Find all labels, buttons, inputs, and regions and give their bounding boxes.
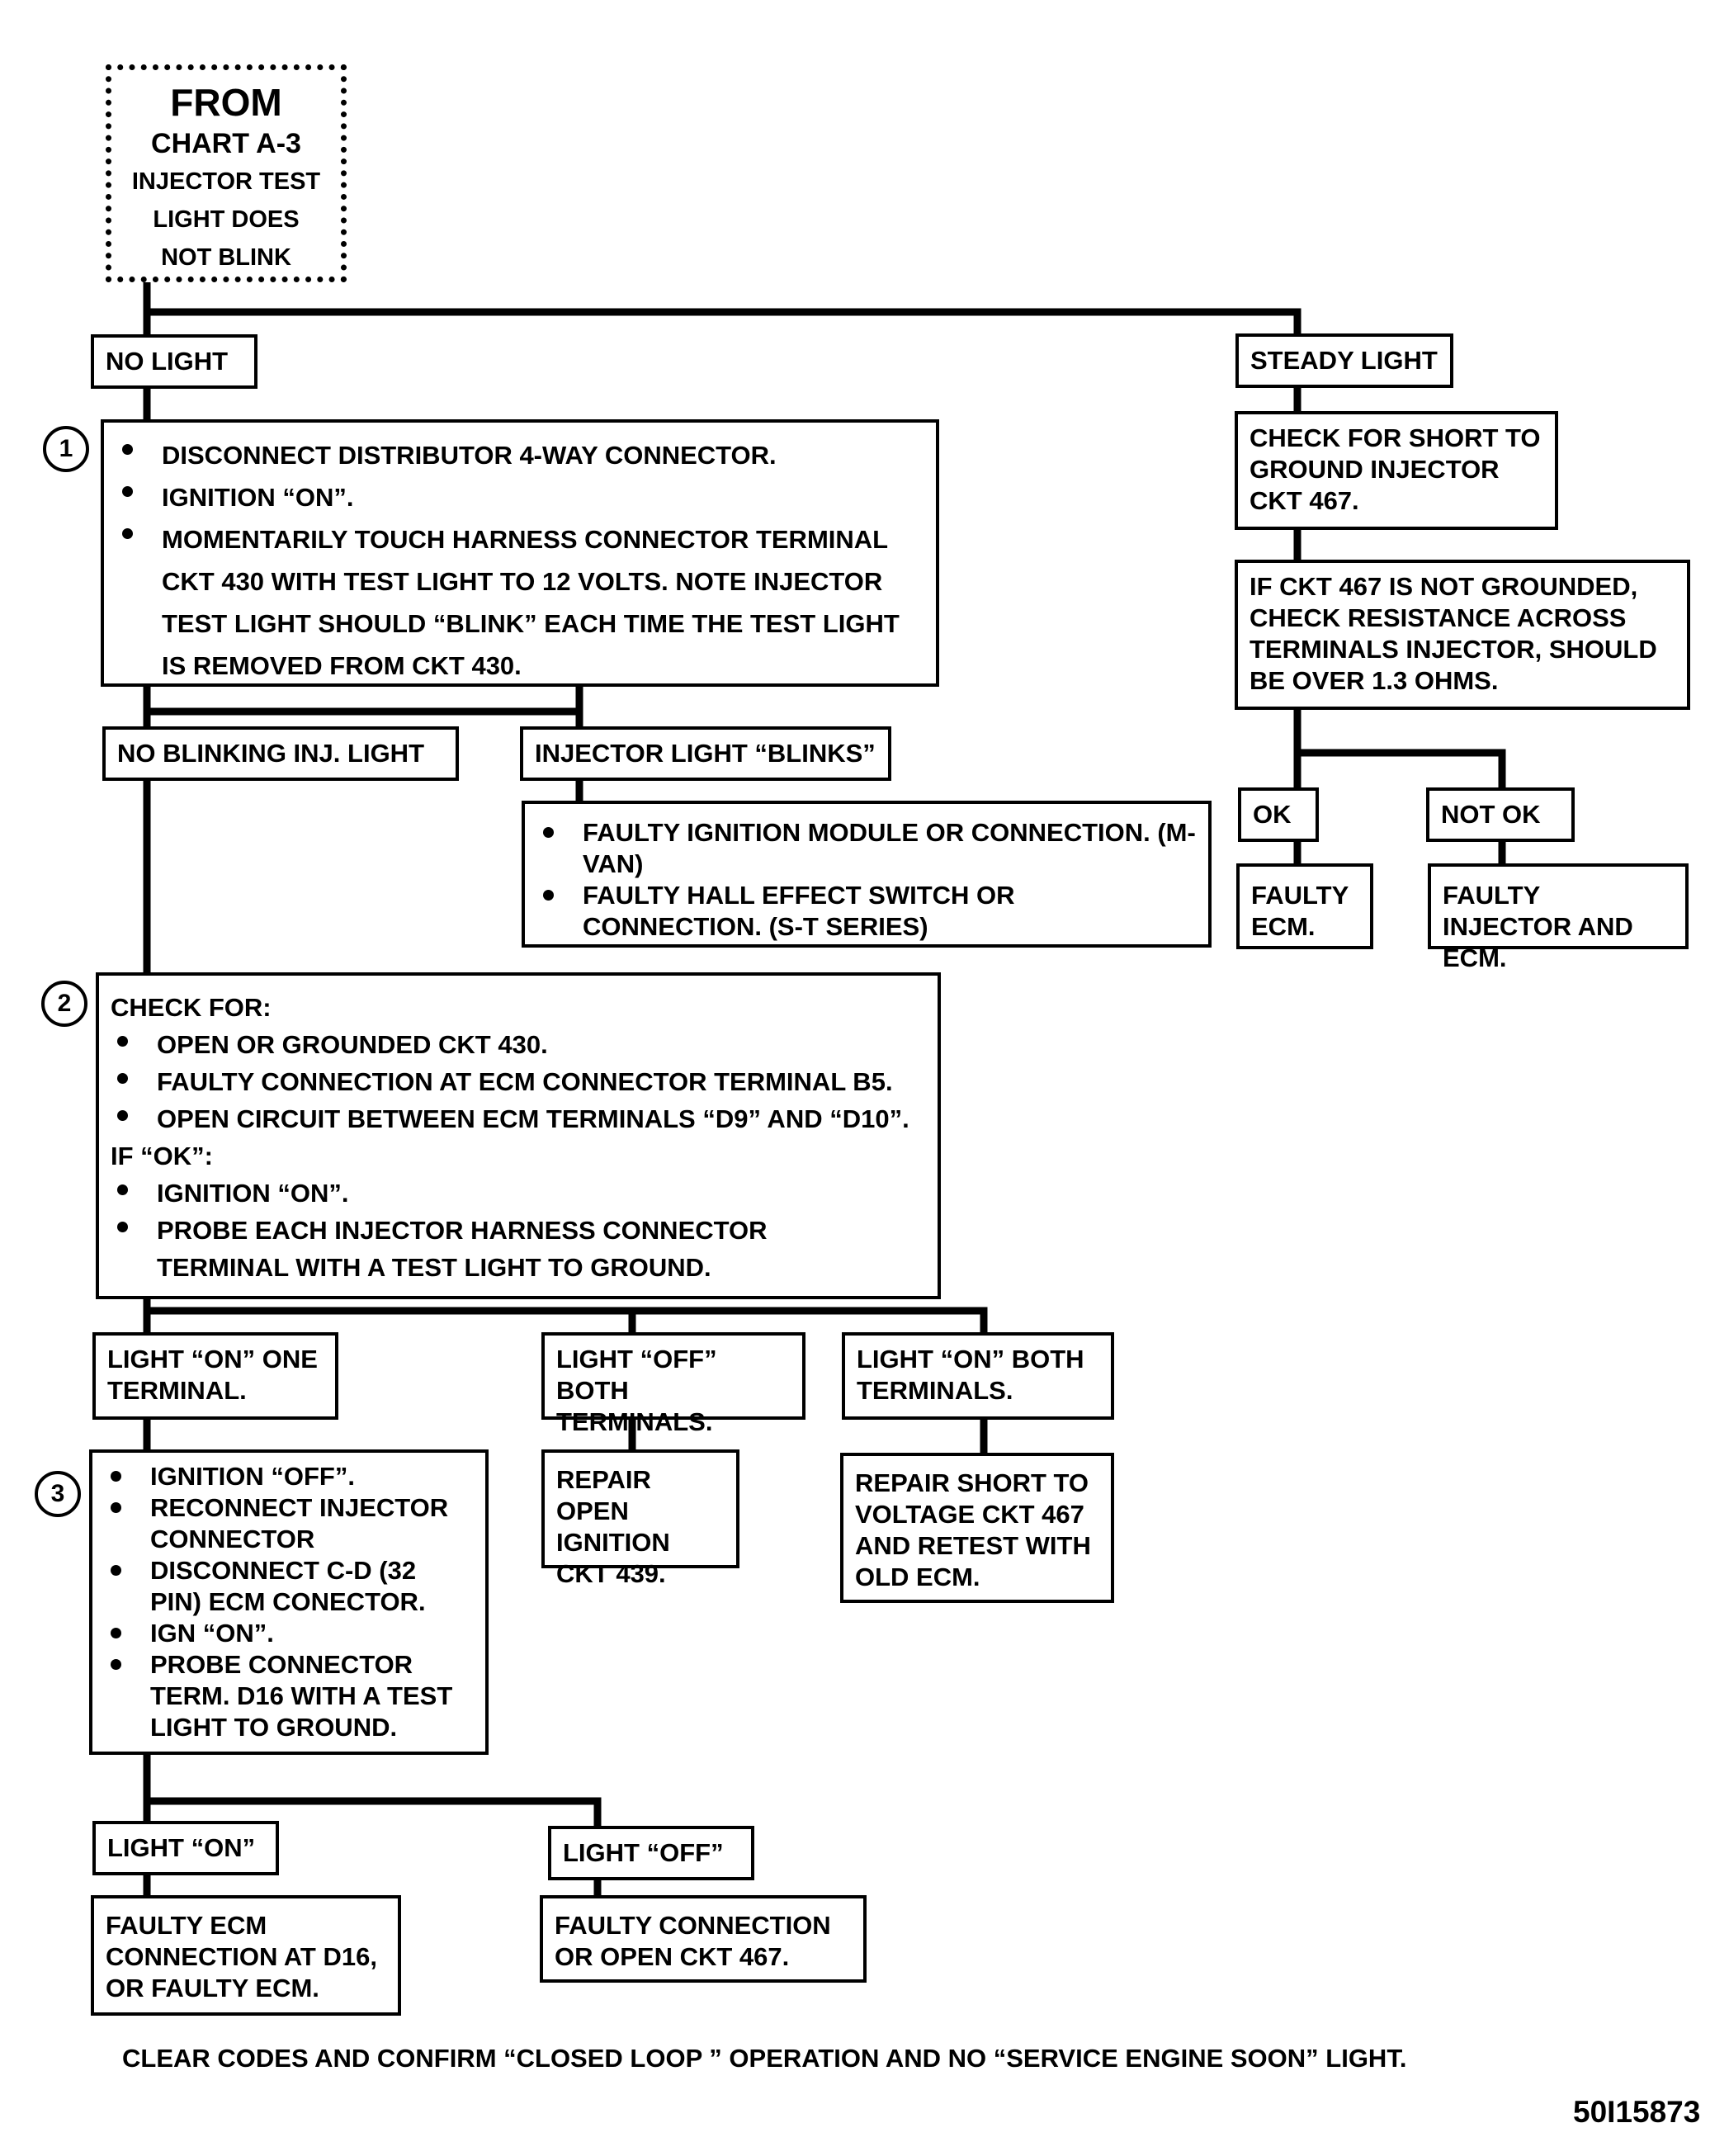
faulty-ecm-box: FAULTY ECM. [1236, 863, 1373, 949]
light-off-both-label: LIGHT “OFF” BOTH TERMINALS. [541, 1332, 805, 1436]
step-1-box: DISCONNECT DISTRIBUTOR 4-WAY CONNECTOR. … [101, 419, 939, 687]
faulty-ecm-connection-box: FAULTY ECM CONNECTION AT D16, OR FAULTY … [91, 1895, 401, 2016]
step-2-check: OPEN OR GROUNDED CKT 430. [111, 1026, 926, 1063]
from-condition-line3: NOT BLINK [161, 244, 291, 271]
step-1-item: DISCONNECT DISTRIBUTOR 4-WAY CONNECTOR. [116, 434, 924, 476]
faulty-injector-ecm-box: FAULTY INJECTOR AND ECM. [1428, 863, 1689, 972]
step-2-if-ok: IF “OK”: [111, 1142, 213, 1170]
step-3-marker: 3 [35, 1471, 81, 1517]
light-on-label: LIGHT “ON” [92, 1821, 279, 1875]
footer-instruction: CLEAR CODES AND CONFIRM “CLOSED LOOP ” O… [122, 2044, 1407, 2073]
light-on-both-label: LIGHT “ON” BOTH TERMINALS. [842, 1332, 1114, 1420]
not-ok-label: NOT OK [1426, 787, 1575, 842]
step-1-item: MOMENTARILY TOUCH HARNESS CONNECTOR TERM… [116, 518, 924, 687]
step-2-heading: CHECK FOR: [111, 993, 272, 1022]
step-1-item: IGNITION “ON”. [116, 476, 924, 518]
ok-label: OK [1238, 787, 1319, 842]
faulty-hall-item: FAULTY HALL EFFECT SWITCH OR CONNECTION.… [536, 880, 1197, 943]
from-condition-line1: INJECTOR TEST [131, 168, 321, 195]
check-resistance-box: IF CKT 467 IS NOT GROUNDED, CHECK RESIST… [1235, 560, 1690, 710]
repair-short-box: REPAIR SHORT TO VOLTAGE CKT 467 AND RETE… [840, 1453, 1114, 1603]
no-blinking-label: NO BLINKING INJ. LIGHT [102, 726, 459, 781]
step-2-check: FAULTY CONNECTION AT ECM CONNECTOR TERMI… [111, 1063, 926, 1100]
step-2-check: OPEN CIRCUIT BETWEEN ECM TERMINALS “D9” … [111, 1100, 926, 1137]
repair-open-box: REPAIR OPEN IGNITION CKT 439. [541, 1449, 739, 1588]
step-2-box: CHECK FOR: OPEN OR GROUNDED CKT 430. FAU… [96, 972, 941, 1299]
light-on-one-terminal-label: LIGHT “ON” ONE TERMINAL. [92, 1332, 338, 1420]
from-condition-line2: LIGHT DOES [153, 206, 300, 233]
step-3-item: PROBE CONNECTOR TERM. D16 WITH A TEST LI… [104, 1649, 474, 1743]
injector-blinks-label: INJECTOR LIGHT “BLINKS” [520, 726, 891, 781]
step-3-item: DISCONNECT C-D (32 PIN) ECM CONECTOR. [104, 1555, 474, 1618]
step-1-marker: 1 [43, 426, 89, 472]
step-3-item: IGN “ON”. [104, 1618, 474, 1649]
faulty-ignition-item: FAULTY IGNITION MODULE OR CONNECTION. (M… [536, 817, 1197, 880]
check-short-box: CHECK FOR SHORT TO GROUND INJECTOR CKT 4… [1235, 411, 1558, 530]
step-3-item: IGNITION “OFF”. [104, 1461, 474, 1492]
faulty-ignition-box: FAULTY IGNITION MODULE OR CONNECTION. (M… [522, 801, 1212, 948]
step-2-marker: 2 [41, 981, 87, 1027]
step-3-item: RECONNECT INJECTOR CONNECTOR [104, 1492, 474, 1555]
from-chart-ref: CHART A-3 [151, 128, 301, 159]
figure-code: 50I15873 [1573, 2095, 1701, 2129]
from-chart-box: FROM CHART A-3 INJECTOR TEST LIGHT DOES … [106, 64, 347, 282]
step-2-action: IGNITION “ON”. [111, 1175, 926, 1212]
no-light-label: NO LIGHT [91, 334, 257, 389]
light-off-label: LIGHT “OFF” [548, 1826, 754, 1880]
steady-light-label: STEADY LIGHT [1235, 333, 1453, 388]
faulty-connection-box: FAULTY CONNECTION OR OPEN CKT 467. [540, 1895, 867, 1983]
step-3-box: IGNITION “OFF”. RECONNECT INJECTOR CONNE… [89, 1449, 489, 1755]
step-2-action: PROBE EACH INJECTOR HARNESS CONNECTOR TE… [111, 1212, 926, 1286]
from-label: FROM [170, 81, 282, 124]
